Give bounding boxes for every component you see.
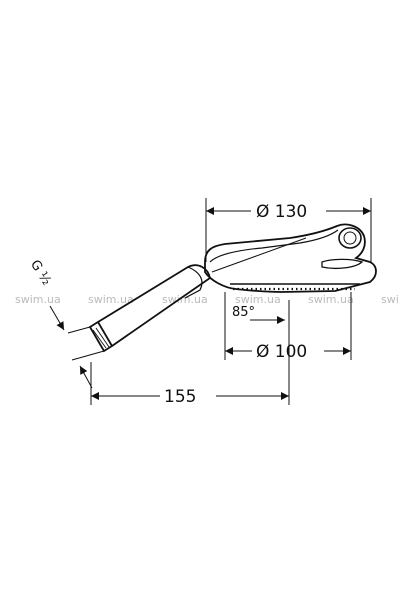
- watermark-6: swi: [381, 293, 399, 306]
- watermark-4: swim.ua: [235, 293, 281, 306]
- length-label: 155: [164, 387, 196, 407]
- thread-annotation: G ½: [27, 258, 105, 389]
- watermark-1: swim.ua: [15, 293, 61, 306]
- dimension-spray-diameter: Ø 100: [224, 292, 352, 362]
- head-diameter-label: Ø 130: [256, 202, 307, 222]
- dimension-length: 155: [90, 318, 290, 407]
- angle-label: 85°: [232, 305, 255, 320]
- watermark-5: swim.ua: [308, 293, 354, 306]
- watermark-2: swim.ua: [88, 293, 134, 306]
- dimension-head-diameter: Ø 130: [205, 198, 372, 262]
- spray-diameter-label: Ø 100: [256, 342, 307, 362]
- shower-head: [204, 223, 377, 293]
- watermark-row: swim.ua swim.ua swim.ua swim.ua swim.ua …: [15, 293, 399, 306]
- thread-label: G ½: [27, 258, 54, 289]
- shower-handle: [88, 264, 211, 353]
